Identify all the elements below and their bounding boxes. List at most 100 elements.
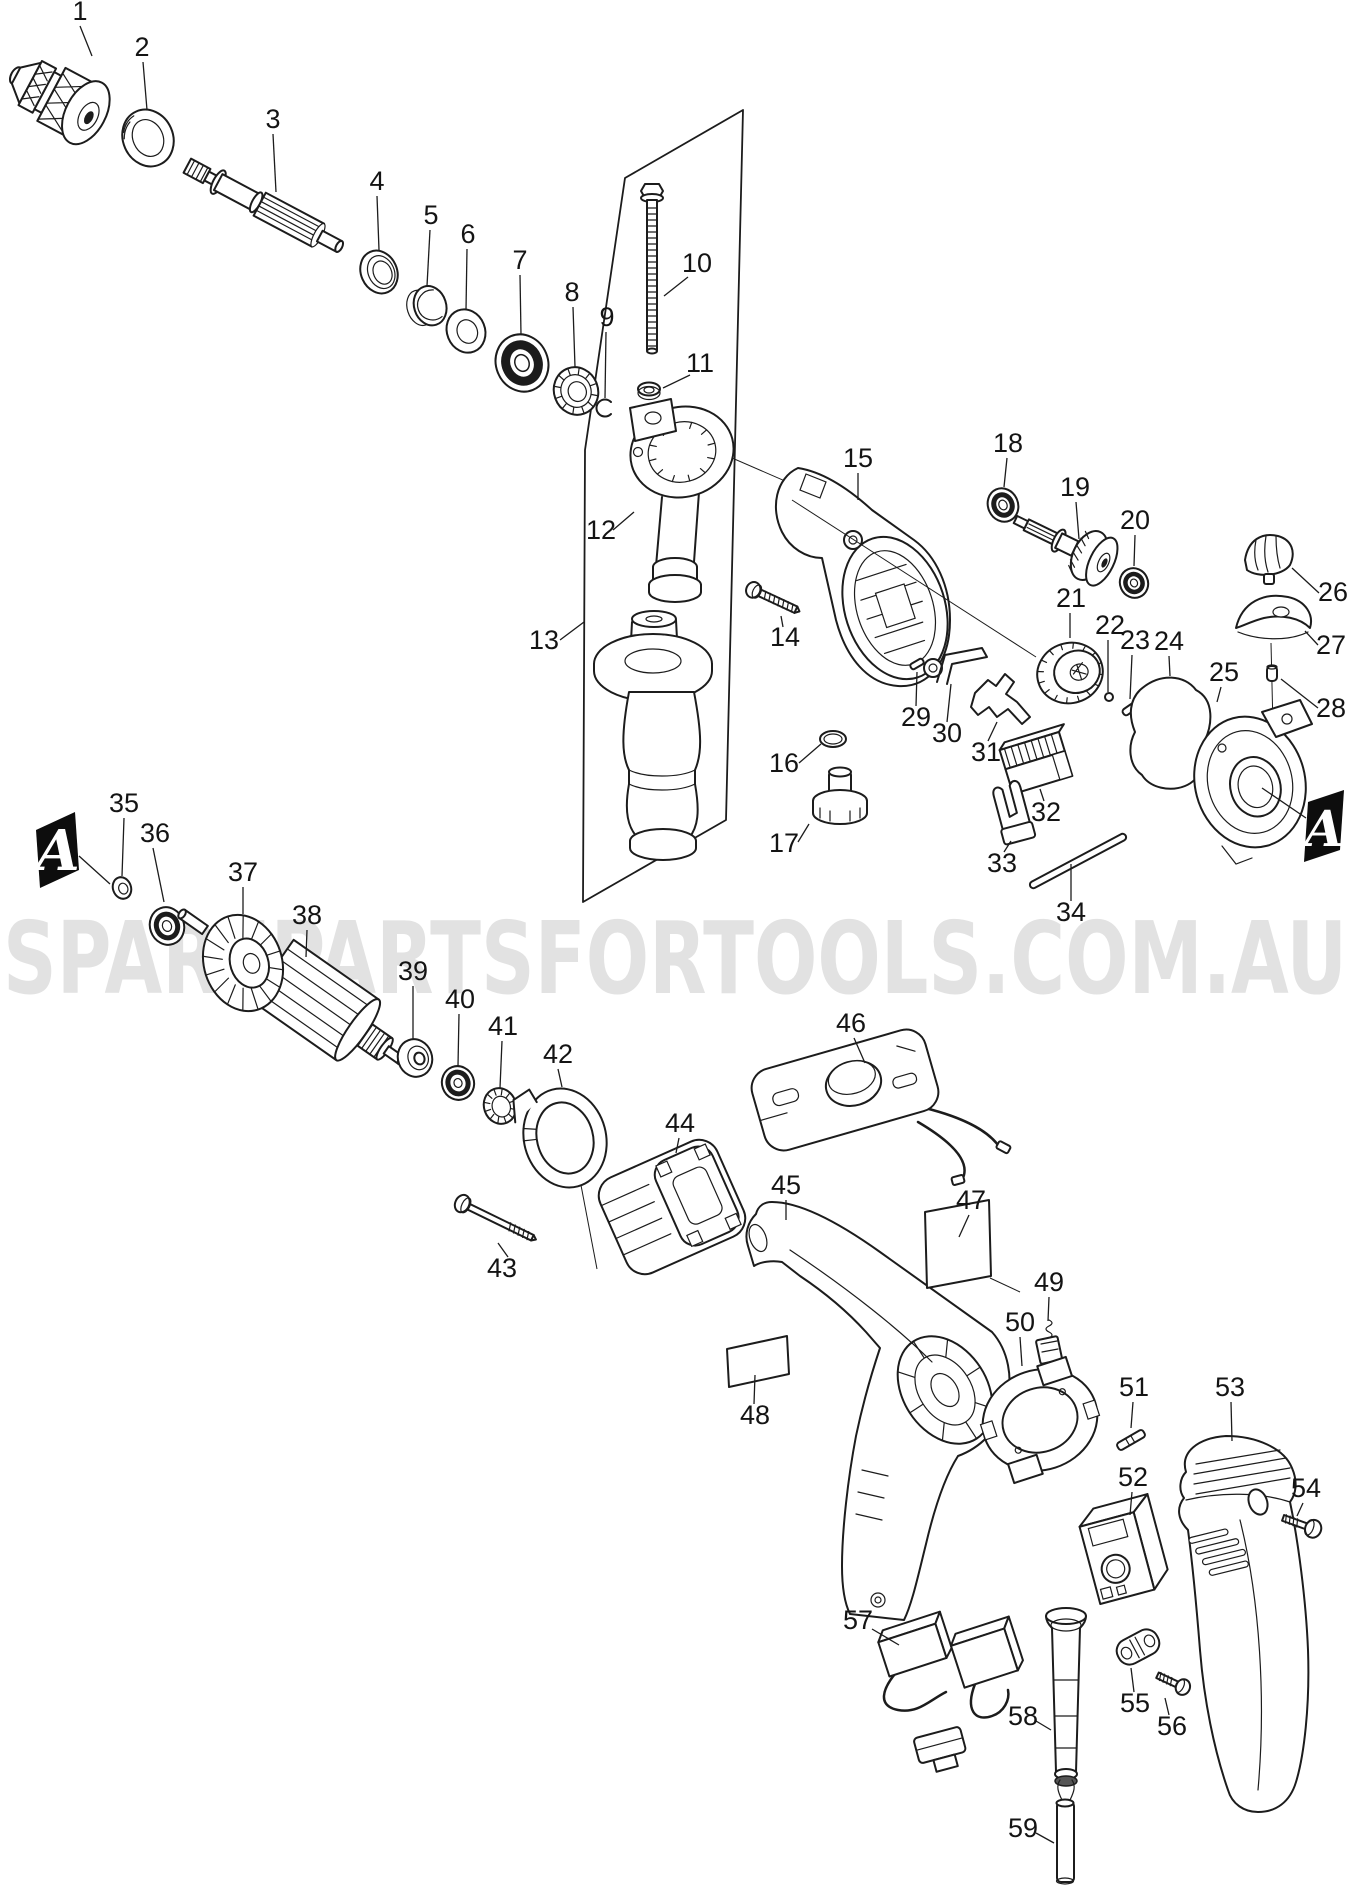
- leader-line-42: [557, 1068, 563, 1088]
- part-label-44: 44: [665, 1108, 695, 1138]
- leader-line-12: [612, 511, 635, 531]
- leader-line-25: [1216, 686, 1222, 703]
- part-label-9: 9: [599, 302, 614, 332]
- part-28-pin-drawing: [1266, 664, 1278, 682]
- leader-line-13: [559, 621, 585, 641]
- part-4-washer-drawing: [359, 249, 399, 295]
- part-label-24: 24: [1154, 626, 1184, 656]
- part-37-fan-drawing: [201, 913, 285, 1013]
- leader-line-8: [572, 306, 576, 368]
- leader-line-2: [142, 61, 148, 111]
- section-a-right-leader: [1261, 787, 1307, 819]
- part-38-armature-drawing: [177, 908, 406, 1066]
- leader-line-53: [1230, 1401, 1233, 1442]
- part-33-fork-clip-drawing: [992, 779, 1037, 846]
- part-58-cord-guard-drawing: [1045, 1607, 1087, 1787]
- part-label-20: 20: [1120, 505, 1150, 535]
- part-16-o-ring-drawing: [819, 730, 847, 748]
- part-label-53: 53: [1215, 1372, 1245, 1402]
- leader-line-18: [1003, 457, 1008, 488]
- part-41-needle-bearing-drawing: [482, 1087, 518, 1125]
- part-50-brush-holder-drawing: [979, 1355, 1101, 1485]
- part-label-4: 4: [369, 166, 384, 196]
- part-29-pin-drawing: [909, 657, 925, 671]
- part-46-top-cover-drawing: [750, 1028, 1012, 1186]
- part-27-lever-drawing: [1235, 594, 1312, 640]
- part-label-42: 42: [543, 1039, 573, 1069]
- part-label-26: 26: [1318, 577, 1348, 607]
- part-59-cord-drawing: [1055, 1779, 1075, 1885]
- leader-line-58: [1035, 1720, 1052, 1731]
- leader-line-7: [519, 274, 522, 336]
- leader-line-10: [663, 276, 689, 297]
- section-a-left-leader: [78, 855, 111, 885]
- part-label-22: 22: [1095, 610, 1125, 640]
- part-label-19: 19: [1060, 472, 1090, 502]
- leader-line-48: [753, 1374, 756, 1405]
- part-label-50: 50: [1005, 1307, 1035, 1337]
- part-7-ball-bearing-drawing: [494, 333, 550, 393]
- leader-line-47: [958, 1214, 970, 1238]
- part-51-pin-drawing: [1116, 1429, 1146, 1451]
- part-14-screw-drawing: [745, 581, 801, 614]
- part-label-12: 12: [586, 515, 616, 545]
- axis-line-field: [579, 1179, 598, 1270]
- part-label-37: 37: [228, 857, 258, 887]
- part-label-17: 17: [769, 828, 799, 858]
- part-2-ring-drawing: [121, 108, 175, 168]
- leader-line-29: [915, 671, 918, 707]
- part-47-name-plate-drawing: [924, 1199, 992, 1289]
- axis-line-plate: [989, 1277, 1021, 1293]
- part-9-circlip-drawing: [595, 398, 612, 418]
- part-19-gear-shaft-drawing: [1012, 514, 1119, 587]
- section-a-right-box: [1304, 790, 1344, 862]
- leader-line-38: [305, 929, 308, 958]
- part-43-screw-drawing: [453, 1193, 537, 1242]
- part-label-21: 21: [1056, 583, 1086, 613]
- part-label-41: 41: [488, 1011, 518, 1041]
- leader-line-3: [272, 133, 277, 193]
- leader-line-19: [1075, 501, 1080, 540]
- part-34-rod-drawing: [1028, 832, 1128, 890]
- part-label-5: 5: [423, 200, 438, 230]
- part-label-13: 13: [529, 625, 559, 655]
- part-label-23: 23: [1120, 625, 1150, 655]
- part-54-screw-drawing: [1281, 1514, 1323, 1539]
- leader-line-16: [798, 743, 822, 764]
- section-marker-a-left: A: [31, 812, 111, 888]
- leader-line-27: [1304, 630, 1319, 646]
- part-31-shift-lever-drawing: [970, 673, 1031, 725]
- section-marker-a-right: A: [1261, 787, 1344, 862]
- part-56-screw-drawing: [1155, 1671, 1192, 1696]
- leader-line-14: [780, 615, 784, 628]
- leader-line-56: [1164, 1697, 1170, 1716]
- part-label-35: 35: [109, 788, 139, 818]
- leader-line-28: [1280, 678, 1319, 709]
- part-35-ring-drawing: [111, 876, 133, 900]
- part-40-bearing-drawing: [440, 1065, 476, 1101]
- part-label-43: 43: [487, 1253, 517, 1283]
- part-label-2: 2: [134, 32, 149, 62]
- part-48-label-drawing: [726, 1335, 790, 1388]
- leader-line-43: [497, 1242, 509, 1258]
- part-label-39: 39: [398, 956, 428, 986]
- part-label-28: 28: [1316, 693, 1346, 723]
- part-label-32: 32: [1031, 797, 1061, 827]
- part-label-33: 33: [987, 848, 1017, 878]
- leader-line-30: [946, 683, 952, 723]
- leader-line-54: [1296, 1502, 1304, 1517]
- section-a-left-letter: A: [31, 818, 79, 884]
- leader-line-11: [662, 374, 691, 389]
- part-label-52: 52: [1118, 1462, 1148, 1492]
- part-label-29: 29: [901, 702, 931, 732]
- leader-line-51: [1130, 1401, 1134, 1429]
- part-label-56: 56: [1157, 1711, 1187, 1741]
- part-label-10: 10: [682, 248, 712, 278]
- part-21-gear-drawing: [1036, 641, 1104, 705]
- leader-line-5: [426, 229, 431, 287]
- part-label-7: 7: [512, 245, 527, 275]
- part-label-40: 40: [445, 984, 475, 1014]
